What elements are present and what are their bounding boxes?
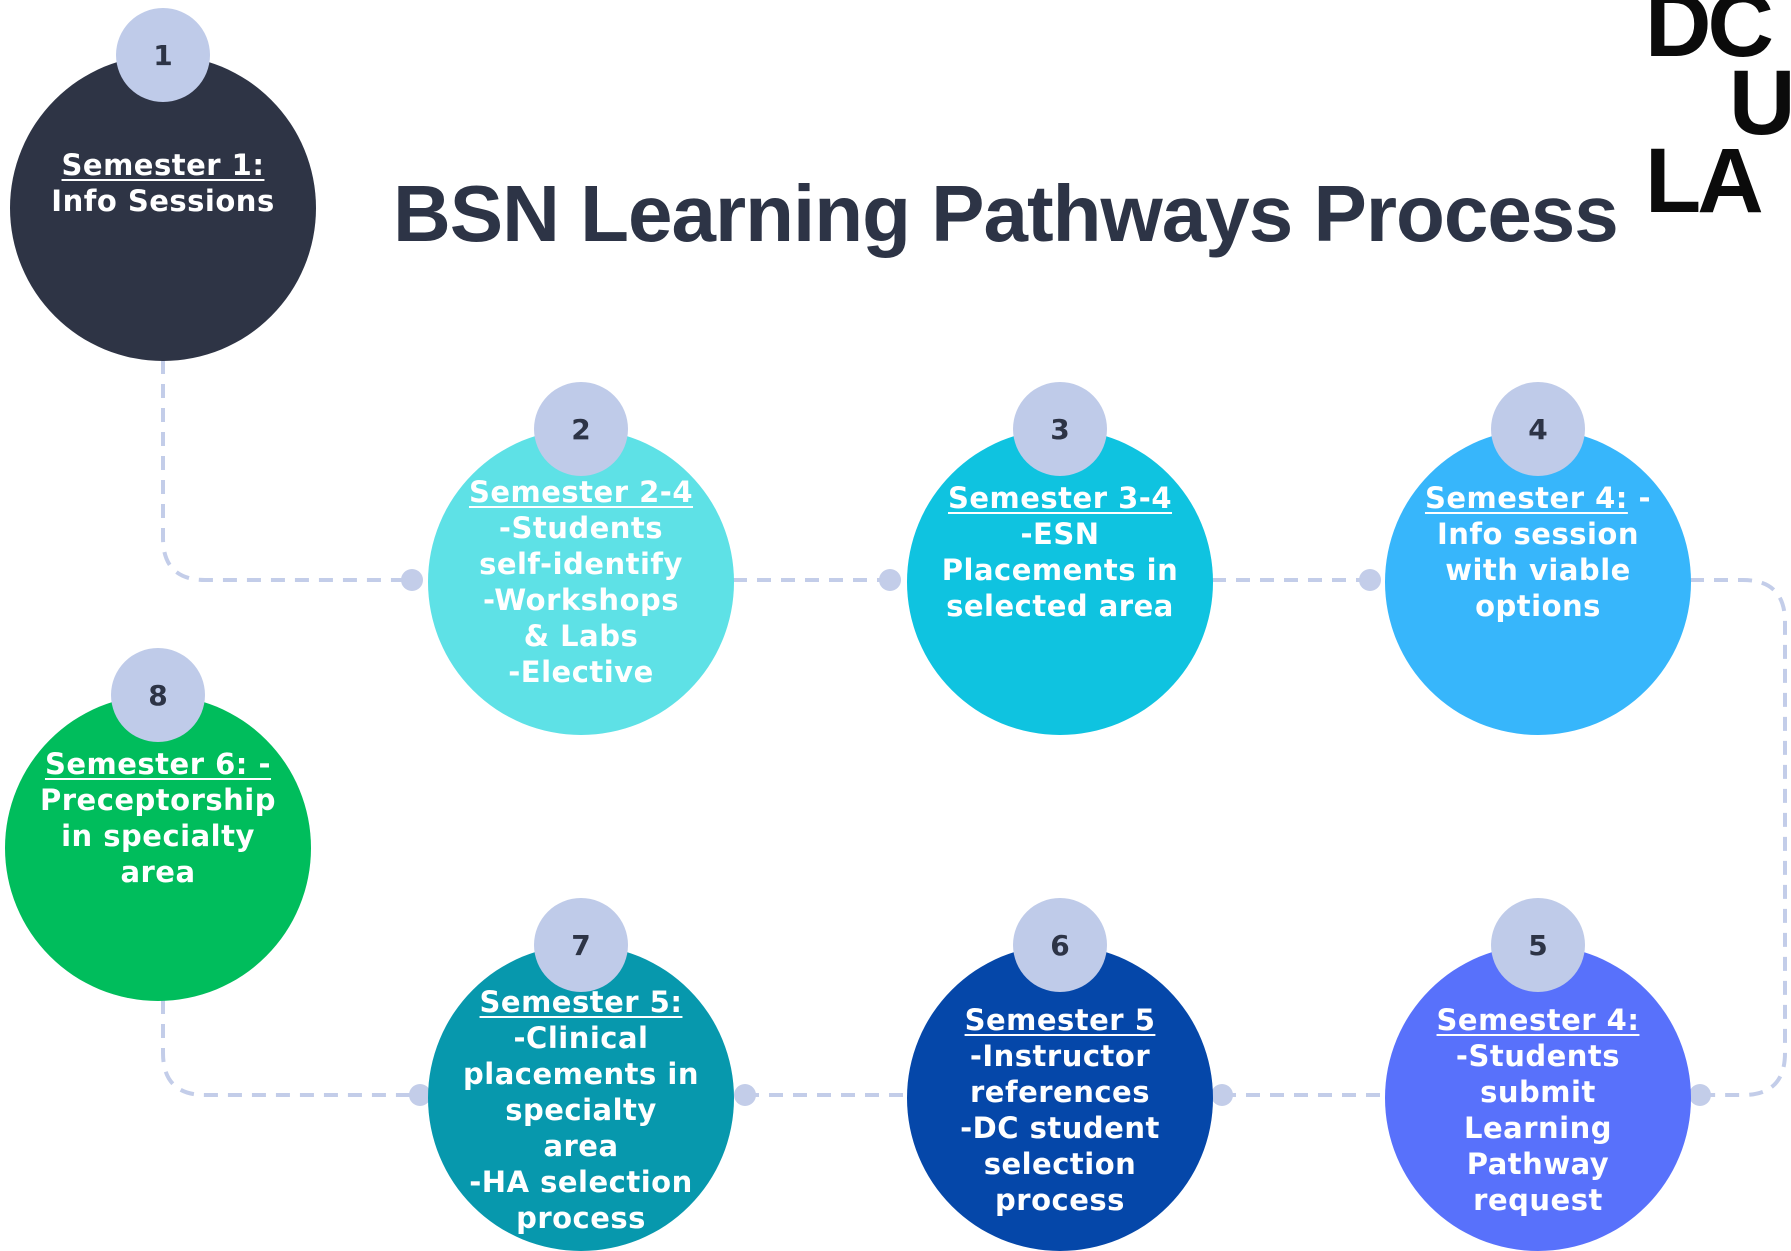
step-heading: Semester 4:: [1436, 1003, 1640, 1037]
step-line: in specialty: [61, 819, 255, 853]
connector-dot: [1689, 1084, 1711, 1106]
step-heading-suffix: -: [1627, 481, 1652, 515]
step-line: Learning: [1463, 1111, 1612, 1145]
step-line: submit: [1480, 1075, 1596, 1109]
step-line: & Labs: [523, 619, 639, 653]
step-heading-line: Semester 5: [960, 1002, 1160, 1038]
step-line: area: [543, 1129, 619, 1163]
step-number-badge: 5: [1491, 898, 1585, 992]
page-title: BSN Learning Pathways Process: [393, 169, 1619, 258]
step-circle-1: Semester 1:Info Sessions: [10, 55, 316, 361]
step-line: Info Sessions: [51, 184, 275, 218]
connector-7-8: [161, 1000, 420, 1097]
step-number-badge: 7: [534, 898, 628, 992]
connector-dot: [734, 1084, 756, 1106]
connector-dot: [409, 1084, 431, 1106]
step-line: Preceptorship: [39, 783, 277, 817]
step-heading: Semester 1:: [61, 148, 265, 182]
step-line: references: [969, 1075, 1150, 1109]
logo-line-1: DC: [1645, 0, 1774, 76]
step-line: request: [1473, 1183, 1603, 1217]
logo-line-2: U: [1729, 52, 1791, 154]
step-number-badge: 8: [111, 648, 205, 742]
step-line: -Workshops: [482, 583, 680, 617]
step-line: Placements in: [941, 553, 1179, 587]
logo-line-3: LA: [1645, 130, 1764, 232]
step-heading: Semester 6: -: [44, 747, 272, 781]
step-number-badge: 6: [1013, 898, 1107, 992]
step-line: area: [120, 855, 196, 889]
step-line: -Instructor: [969, 1039, 1151, 1073]
step-number-badge: 3: [1013, 382, 1107, 476]
step-line: -HA selection: [469, 1165, 693, 1199]
college-logo: DC U LA: [1645, 0, 1791, 232]
step-line: options: [1475, 589, 1601, 623]
step-heading-line: Semester 3-4: [942, 480, 1178, 516]
step-number-badge: 4: [1491, 382, 1585, 476]
connector-4-5: [1690, 578, 1787, 1097]
step-line: -DC student: [960, 1111, 1160, 1145]
step-line: -Clinical: [513, 1021, 649, 1055]
step-number-badge: 2: [534, 382, 628, 476]
connector-dot: [1211, 1084, 1233, 1106]
connector-dot: [879, 569, 901, 591]
step-line: with viable: [1445, 553, 1631, 587]
step-text: Semester 1:Info Sessions: [51, 147, 274, 219]
connector-dot: [401, 569, 423, 591]
step-line: process: [516, 1201, 646, 1235]
step-line: -Students: [498, 511, 664, 545]
step-line: selected area: [946, 589, 1174, 623]
step-heading-line: Semester 4: -: [1425, 480, 1651, 516]
step-heading-line: Semester 6: -: [40, 746, 276, 782]
step-line: placements in: [463, 1057, 699, 1091]
step-heading-line: Semester 1:: [51, 147, 274, 183]
step-line: process: [995, 1183, 1125, 1217]
step-heading: Semester 4:: [1424, 481, 1628, 515]
step-line: specialty: [505, 1093, 657, 1127]
step-line: -ESN: [1020, 517, 1100, 551]
step-heading: Semester 2-4: [468, 475, 694, 509]
step-heading: Semester 5: [964, 1003, 1156, 1037]
step-line: selection: [983, 1147, 1137, 1181]
connector-dot: [1359, 569, 1381, 591]
step-number-badge: 1: [116, 8, 210, 102]
step-line: Pathway: [1466, 1147, 1610, 1181]
step-line: self-identify: [479, 547, 683, 581]
step-line: Info session: [1436, 517, 1640, 551]
step-heading-line: Semester 2-4: [469, 474, 693, 510]
connector-1-2: [161, 360, 412, 582]
step-line: -Students: [1455, 1039, 1621, 1073]
step-heading: Semester 3-4: [947, 481, 1173, 515]
step-heading-line: Semester 4:: [1437, 1002, 1640, 1038]
step-line: -Elective: [508, 655, 654, 689]
